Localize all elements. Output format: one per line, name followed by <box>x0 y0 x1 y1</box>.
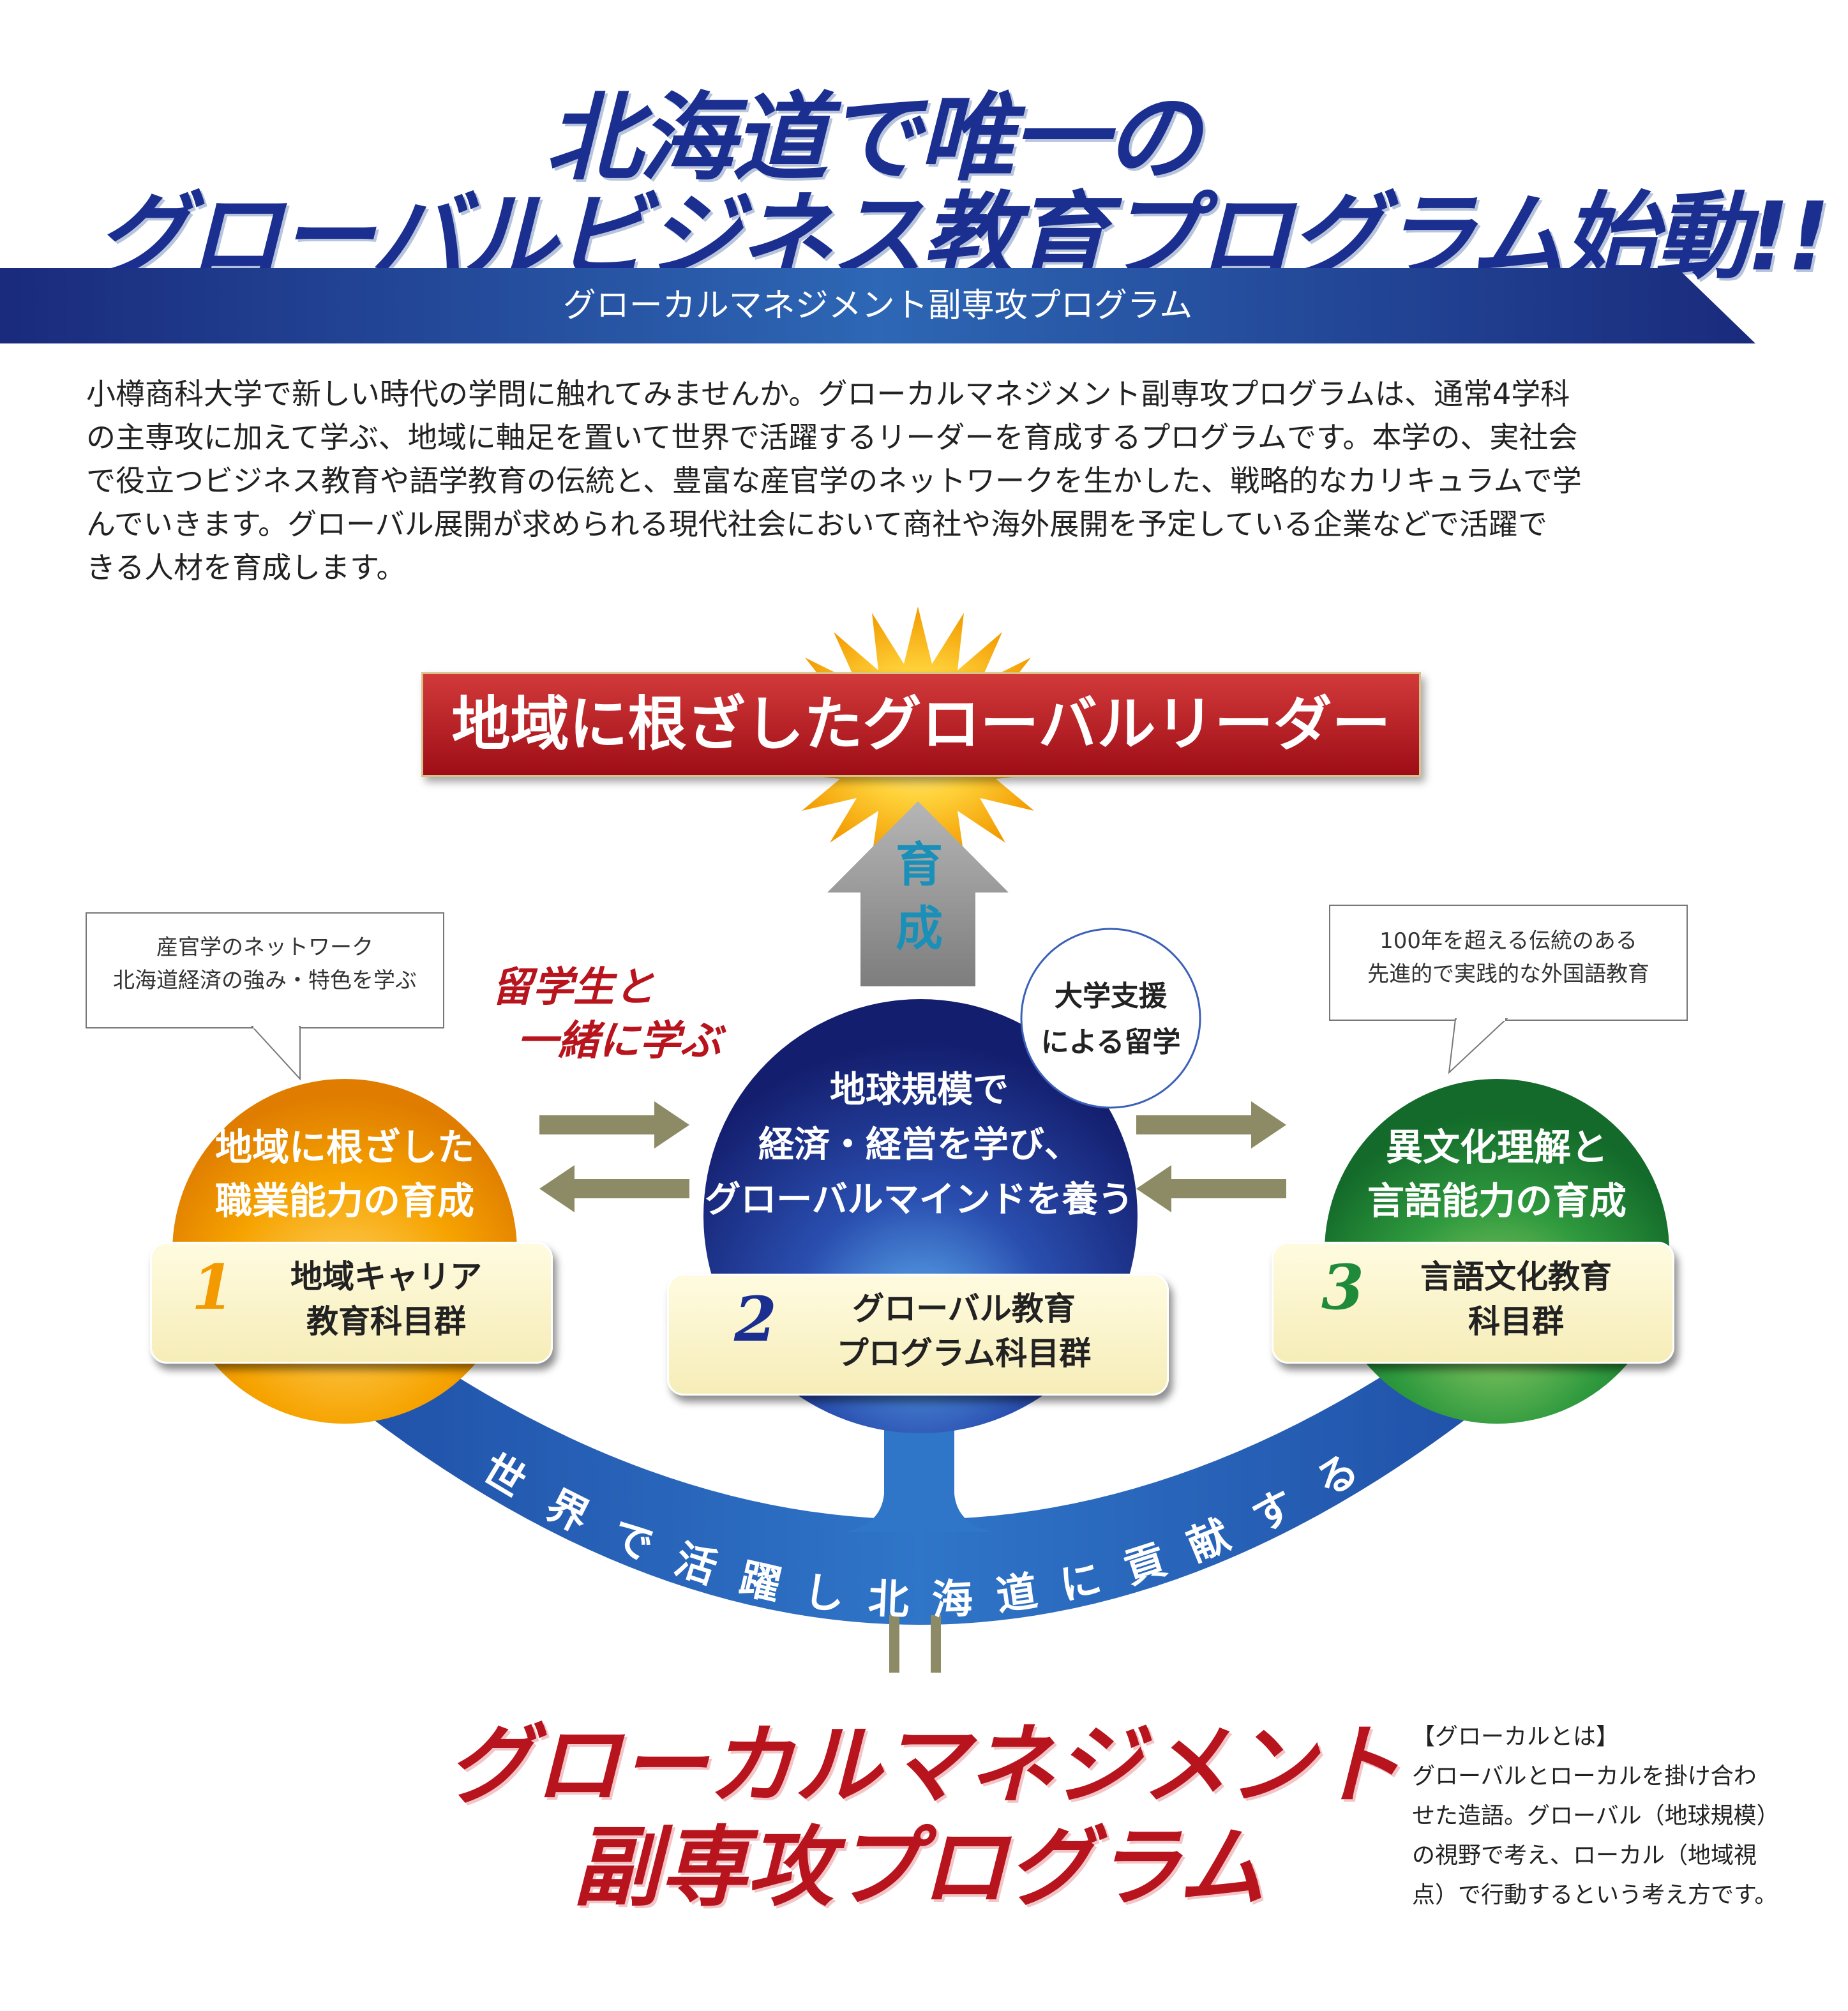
subject-number-3: 3 <box>1321 1251 1364 1323</box>
arc-char: 道 <box>993 1568 1040 1621</box>
intro-paragraph: 小樽商科大学で新しい時代の学問に触れてみませんか。グローカルマネジメント副専攻プ… <box>86 372 1663 589</box>
glocal-note-line: せた造語。グローバル（地球規模） <box>1412 1803 1780 1829</box>
right-callout-shape <box>1329 905 1688 1074</box>
study-with-intl-line: 留学生と <box>492 964 655 1011</box>
subject-1-line: 地域キャリア <box>290 1258 482 1295</box>
subject-box-2 <box>667 1274 1169 1396</box>
goal-banner <box>421 672 1421 777</box>
subject-3-line: 言語文化教育 <box>1420 1258 1612 1295</box>
right-callout: 100年を超える伝統のある 先進的で実践的な外国語教育 <box>1331 924 1686 991</box>
glocal-note: 【グローカルとは】 グローバルとローカルを掛け合わ せた造語。グローバル（地球規… <box>1412 1717 1780 1915</box>
study-abroad-text: 大学支援 による留学 <box>1021 974 1200 1066</box>
subject-1-line: 教育科目群 <box>306 1303 466 1340</box>
intro-line: きる人材を育成します。 <box>86 550 406 585</box>
glocal-note-line: の視野で考え、ローカル（地域視 <box>1412 1842 1757 1869</box>
arc-connector <box>843 1392 996 1532</box>
exchange-arrows-left <box>539 1101 689 1212</box>
left-circle-title: 地域に根ざした 職業能力の育成 <box>185 1120 504 1228</box>
arc-char: 海 <box>931 1575 974 1625</box>
subject-number-2: 2 <box>734 1283 777 1355</box>
study-abroad-bubble <box>1020 928 1201 1109</box>
left-callout-shape <box>86 912 444 1081</box>
left-callout-line: 北海道経済の強み・特色を学ぶ <box>113 968 417 993</box>
subtitle-banner <box>0 268 1755 343</box>
bottom-title-line1: グローカルマネジメント <box>447 1715 1402 1816</box>
subject-2-line: グローバル教育 <box>852 1290 1076 1327</box>
center-circle-title-line: グローバルマインドを養う <box>705 1179 1134 1221</box>
study-abroad-line: による留学 <box>1040 1026 1181 1058</box>
subject-3: 言語文化教育 科目群 <box>1382 1254 1650 1344</box>
center-circle-title-line: 経済・経営を学び、 <box>758 1124 1080 1166</box>
subject-box-1 <box>150 1242 553 1364</box>
equals-sign <box>889 1615 941 1673</box>
exchange-arrows-right <box>1136 1101 1286 1212</box>
subject-3-line: 科目群 <box>1468 1303 1564 1340</box>
bottom-title-line2: 副専攻プログラム <box>573 1818 1265 1918</box>
right-callout-line: 100年を超える伝統のある <box>1379 928 1637 954</box>
center-circle-title-line: 地球規模で <box>830 1069 1009 1111</box>
left-callout: 産官学のネットワーク 北海道経済の強み・特色を学ぶ <box>87 931 442 997</box>
growth-arrow <box>827 801 1009 986</box>
left-callout-line: 産官学のネットワーク <box>156 935 373 960</box>
right-circle-title-line: 異文化理解と <box>1385 1126 1608 1169</box>
left-circle-title-line: 地域に根ざした <box>214 1126 474 1169</box>
study-abroad-line: 大学支援 <box>1055 980 1167 1013</box>
intro-line: 小樽商科大学で新しい時代の学問に触れてみませんか。グローカルマネジメント副専攻プ… <box>86 377 1570 411</box>
right-callout-line: 先進的で実践的な外国語教育 <box>1367 961 1649 987</box>
subject-1: 地域キャリア 教育科目群 <box>252 1254 520 1344</box>
left-circle-title-line: 職業能力の育成 <box>214 1179 474 1223</box>
center-circle-title: 地球規模で 経済・経営を学び、 グローバルマインドを養う <box>696 1063 1143 1228</box>
arrow-label-top: 育 <box>896 838 943 893</box>
glocal-note-line: グローバルとローカルを掛け合わ <box>1412 1763 1757 1789</box>
subject-2-line: プログラム科目群 <box>836 1335 1092 1372</box>
study-with-intl: 留学生と 一緒に学ぶ <box>447 961 728 1068</box>
right-circle-title: 異文化理解と 言語能力の育成 <box>1337 1120 1656 1228</box>
contribution-arc <box>306 1366 1532 1625</box>
subject-box-3 <box>1272 1242 1674 1364</box>
arrow-label-bottom: 成 <box>896 901 943 956</box>
subject-number-1: 1 <box>192 1251 234 1323</box>
glocal-note-line: 【グローカルとは】 <box>1412 1724 1619 1750</box>
subject-2: グローバル教育 プログラム科目群 <box>798 1286 1130 1376</box>
intro-line: の主専攻に加えて学ぶ、地域に軸足を置いて世界で活躍するリーダーを育成するプログラ… <box>86 420 1578 455</box>
study-with-intl-line: 一緒に学ぶ <box>517 1018 721 1065</box>
subtitle-text: グローカルマネジメント副専攻プログラム <box>562 287 1193 325</box>
right-circle-title-line: 言語能力の育成 <box>1367 1179 1626 1223</box>
arc-char: し <box>800 1568 848 1621</box>
glocal-note-line: 点）で行動するという考え方です。 <box>1412 1882 1778 1908</box>
intro-line: で役立つビジネス教育や語学教育の伝統と、豊富な産官学のネットワークを生かした、戦… <box>86 463 1582 498</box>
intro-line: んでいきます。グローバル展開が求められる現代社会において商社や海外展開を予定して… <box>86 507 1547 541</box>
headline-line1: 北海道で唯一の <box>546 83 1201 194</box>
arc-char: 北 <box>867 1575 910 1625</box>
goal-text: 地域に根ざしたグローバルリーダー <box>451 690 1391 758</box>
